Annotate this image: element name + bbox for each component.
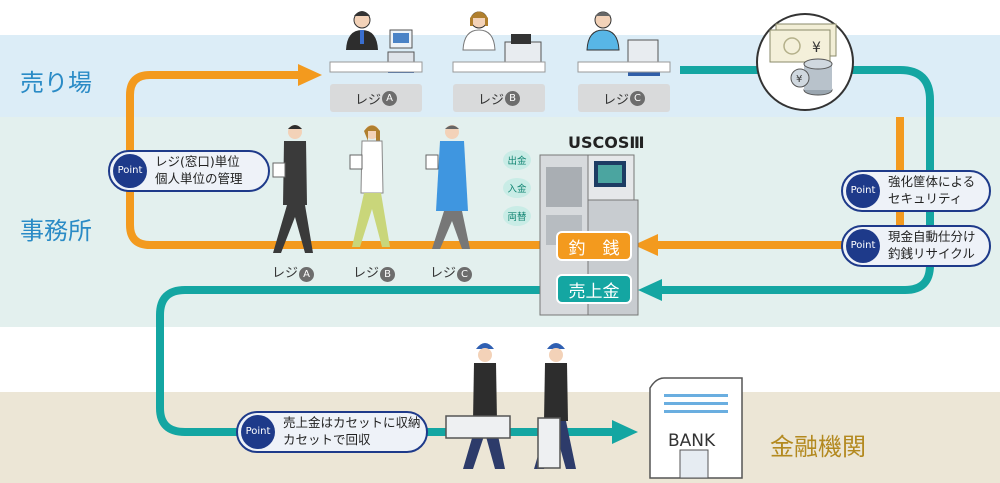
register-prefix: レジ (477, 92, 504, 108)
zone-label-office: 事務所 (20, 217, 92, 245)
point-text: 現金自動仕分け 釣銭リサイクル (888, 229, 976, 263)
point-text-line2: セキュリティ (888, 191, 963, 206)
register-prefix: レジ (354, 92, 381, 108)
exchange-button: 両替 (503, 206, 531, 226)
point-text: 売上金はカセットに収納 カセットで回収 (283, 415, 421, 449)
orange-arrowhead-up (298, 64, 322, 86)
point-security: Point 強化筐体による セキュリティ (841, 170, 991, 212)
point-text: レジ(窓口)単位 個人単位の管理 (155, 154, 243, 188)
change-box: 釣 銭 (556, 231, 632, 261)
cash-icon: ¥ (769, 23, 837, 63)
withdraw-button: 出金 (503, 150, 531, 170)
register-letter: A (382, 90, 397, 106)
register-letter: B (380, 267, 396, 282)
register-counter (329, 61, 423, 73)
cashier-walking-icon (349, 125, 390, 247)
point-text-line2: 個人単位の管理 (155, 171, 243, 186)
point-text-line1: 売上金はカセットに収納 (283, 415, 421, 431)
register-prefix: レジ (430, 266, 457, 281)
sales-box: 売上金 (556, 274, 632, 304)
guard-icon (463, 343, 505, 469)
teal-arrowhead-machine (638, 279, 662, 301)
point-badge: Point (846, 174, 880, 208)
orange-arrowhead-change (634, 234, 658, 256)
clerk-icon (462, 11, 496, 51)
register-letter: C (457, 267, 473, 282)
point-text-line1: 強化筐体による (888, 174, 976, 190)
clerk-icon (586, 11, 620, 51)
point-auto-sorting: Point 現金自動仕分け 釣銭リサイクル (841, 225, 991, 267)
point-badge: Point (113, 154, 147, 188)
coins-icon: ¥ (790, 58, 833, 96)
register-letter: A (299, 267, 315, 282)
point-text-line1: 現金自動仕分け (888, 229, 976, 245)
cashier-walking-icon (272, 125, 313, 253)
point-cassette-collection: Point 売上金はカセットに収納 カセットで回収 (236, 411, 428, 453)
register-letter: B (505, 90, 520, 106)
register-letter: C (630, 90, 645, 106)
point-badge: Point (846, 229, 880, 263)
bank-label: BANK (668, 431, 716, 451)
teal-bank-line (156, 286, 612, 436)
register-prefix: レジ (272, 266, 299, 281)
point-badge: Point (241, 415, 275, 449)
machine-name: USCOSⅢ (568, 133, 645, 152)
teal-arrowhead-bank (612, 420, 638, 444)
cassette-icon (537, 417, 561, 469)
point-register-management: Point レジ(窓口)単位 個人単位の管理 (108, 150, 270, 192)
bank-building-icon (649, 377, 743, 479)
svg-text:¥: ¥ (812, 40, 821, 56)
zone-label-sales-floor: 売り場 (20, 69, 92, 97)
zone-label-financial-institution: 金融機関 (770, 433, 866, 461)
register-counter (452, 61, 546, 73)
svg-text:¥: ¥ (796, 74, 802, 85)
cashier-walking-icon (425, 125, 470, 249)
register-counter (577, 61, 671, 73)
deposit-button: 入金 (503, 178, 531, 198)
point-text: 強化筐体による セキュリティ (888, 174, 975, 208)
register-prefix: レジ (602, 92, 629, 108)
register-prefix: レジ (353, 266, 380, 281)
point-text-line1: レジ(窓口)単位 (155, 154, 240, 170)
clerk-icon (346, 11, 378, 50)
cassette-icon (445, 415, 511, 439)
point-text-line2: 釣銭リサイクル (888, 246, 975, 261)
point-text-line2: カセットで回収 (283, 432, 371, 447)
